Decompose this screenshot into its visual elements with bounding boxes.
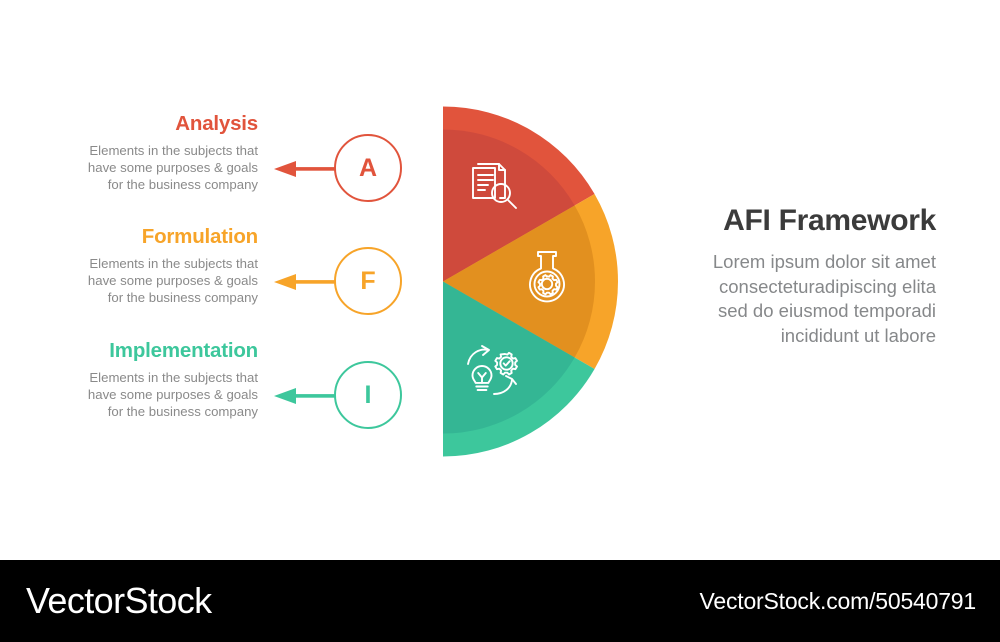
semicircle-svg: [443, 106, 618, 457]
step-analysis-title: Analysis: [175, 112, 258, 135]
sector-inner-formulation: [443, 205, 596, 358]
step-implementation-badge[interactable]: I: [334, 361, 402, 429]
step-formulation: Formulation Elements in the subjects tha…: [0, 225, 420, 342]
step-implementation-letter: I: [364, 380, 372, 409]
step-formulation-description: Elements in the subjects that have some …: [87, 255, 258, 305]
step-formulation-title: Formulation: [141, 225, 258, 248]
step-implementation-description: Elements in the subjects that have some …: [87, 369, 258, 419]
step-implementation-text: Implementation Elements in the subjects …: [0, 339, 258, 420]
step-formulation-text: Formulation Elements in the subjects tha…: [0, 225, 258, 306]
step-implementation: Implementation Elements in the subjects …: [0, 339, 420, 456]
step-analysis-arrow-icon: [274, 161, 338, 177]
step-analysis-badge[interactable]: A: [334, 134, 402, 202]
step-analysis-letter: A: [358, 153, 378, 182]
step-formulation-badge[interactable]: F: [334, 247, 402, 315]
step-formulation-letter: F: [360, 266, 376, 295]
step-analysis-description: Elements in the subjects that have some …: [87, 142, 258, 192]
page-title: AFI Framework: [723, 204, 936, 237]
step-analysis: Analysis Elements in the subjects that h…: [0, 112, 420, 229]
step-implementation-arrow-icon: [274, 388, 338, 404]
step-implementation-title: Implementation: [109, 339, 258, 362]
headline-panel: AFI Framework Lorem ipsum dolor sit amet…: [648, 204, 936, 348]
page-description: Lorem ipsum dolor sit amet consecteturad…: [712, 251, 936, 346]
step-analysis-text: Analysis Elements in the subjects that h…: [0, 112, 258, 193]
afi-semicircle-chart: [443, 106, 621, 457]
watermark-footer: VectorStock VectorStock.com/50540791: [0, 560, 1000, 642]
vectorstock-logo: VectorStock: [26, 580, 212, 621]
vectorstock-url: VectorStock.com/50540791: [699, 587, 977, 614]
step-formulation-arrow-icon: [274, 274, 338, 290]
